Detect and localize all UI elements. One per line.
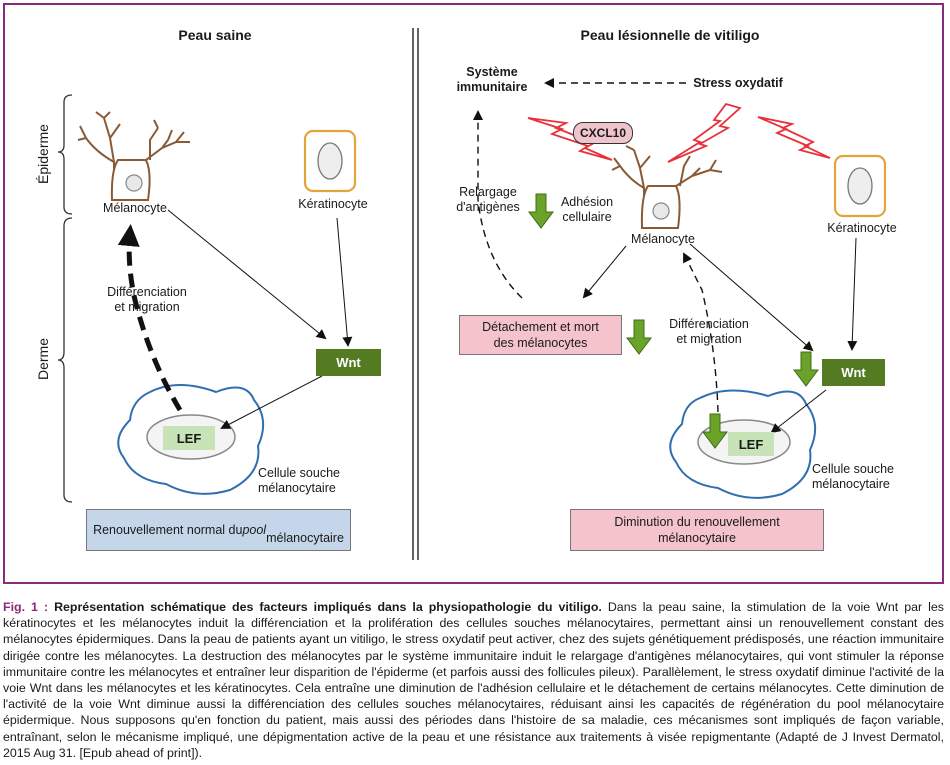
stem-cell-left-label: Cellule souche mélanocytaire xyxy=(258,466,340,495)
differentiation-left-label: Différenciation et migration xyxy=(107,285,187,314)
arrow-wnt-to-lef xyxy=(220,375,323,429)
keratinocyte-right-label: Kératinocyte xyxy=(827,221,897,235)
arrow-antigens-to-immune xyxy=(473,110,523,299)
immune-system-label: Système immunitaire xyxy=(456,65,528,94)
decrease-arrow-icon xyxy=(793,351,819,387)
keratinocyte-left-label: Kératinocyte xyxy=(298,197,368,211)
cell-adhesion-label: Adhésion cellulaire xyxy=(560,195,614,224)
stem-cell-right-label: Cellule souche mélanocytaire xyxy=(812,462,894,491)
cxcl10-badge: CXCL10 xyxy=(573,122,633,144)
wnt-right-box: Wnt xyxy=(822,359,885,386)
arrow-melanocyte-to-wnt xyxy=(689,243,814,352)
arrow-wnt-to-lef xyxy=(770,389,827,434)
lef-right-box: LEF xyxy=(728,432,774,456)
dermis-label: Derme xyxy=(35,338,51,381)
figure-caption-body: Dans la peau saine, la stimulation de la… xyxy=(3,600,944,760)
arrow-melanocyte-to-detachment xyxy=(582,245,627,299)
left-panel-title: Peau saine xyxy=(178,27,252,43)
arrow-differentiation-left xyxy=(117,224,183,412)
melanocyte-right-label: Mélanocyte xyxy=(631,232,695,246)
figure-frame xyxy=(3,3,944,584)
right-result-box: Diminution du renouvellement mélanocytai… xyxy=(570,509,824,551)
dermis-brace xyxy=(57,217,73,503)
lef-left-box: LEF xyxy=(163,426,215,450)
epidermis-label: Épiderme xyxy=(35,124,51,184)
melanocyte-left-label: Mélanocyte xyxy=(103,201,167,215)
right-panel-title: Peau lésionnelle de vitiligo xyxy=(580,27,760,43)
wnt-left-box: Wnt xyxy=(316,349,381,376)
detachment-box: Détachement et mort des mélanocytes xyxy=(459,315,622,355)
figure-title: Représentation schématique des facteurs … xyxy=(54,600,602,614)
decrease-arrow-icon xyxy=(702,413,728,449)
figure-caption: Fig. 1 : Représentation schématique des … xyxy=(3,599,944,761)
arrow-keratinocyte-to-wnt xyxy=(847,237,858,351)
keratinocyte-right-icon xyxy=(833,154,887,218)
arrow-keratinocyte-to-wnt xyxy=(336,217,353,347)
antigen-release-label: Relargage d'antigènes xyxy=(456,185,520,214)
oxidative-stress-label: Stress oxydatif xyxy=(693,76,783,90)
keratinocyte-left-icon xyxy=(303,129,357,193)
melanocyte-left-icon xyxy=(77,111,190,201)
decrease-arrow-icon xyxy=(626,319,652,355)
arrow-melanocyte-to-wnt xyxy=(167,209,327,340)
differentiation-right-label: Différenciation et migration xyxy=(669,317,749,346)
decrease-arrow-icon xyxy=(528,193,554,229)
figure-number: Fig. 1 : xyxy=(3,600,49,614)
arrow-differentiation-right xyxy=(683,252,719,413)
lightning-icon xyxy=(527,102,831,163)
melanocyte-right-icon xyxy=(611,145,723,229)
epidermis-brace xyxy=(57,94,73,215)
